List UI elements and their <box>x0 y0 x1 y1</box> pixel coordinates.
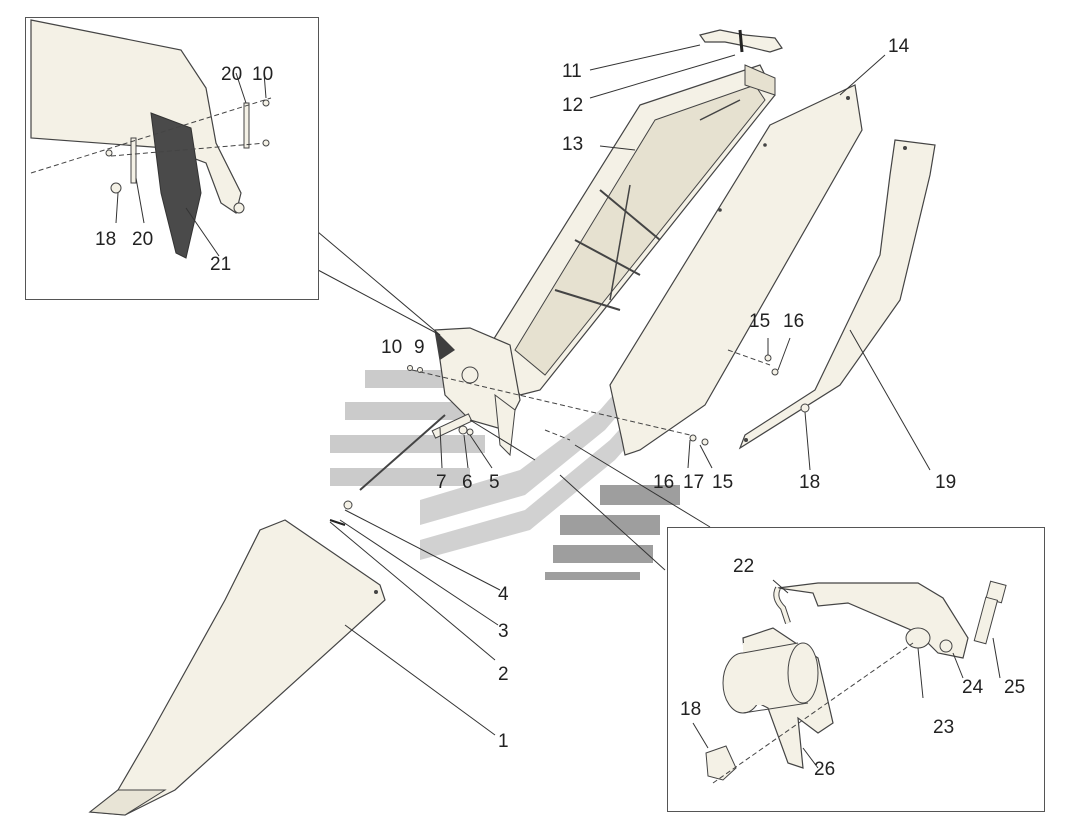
part-label-4: 4 <box>498 584 509 605</box>
part-label-15-bottom: 15 <box>712 472 734 493</box>
inset-top-left-drawing <box>30 19 272 259</box>
part-label-6: 6 <box>462 472 473 493</box>
inset-bottom-right-drawing <box>692 579 1007 784</box>
part-label-1: 1 <box>498 731 509 752</box>
part-housing <box>434 327 521 457</box>
part-label-7: 7 <box>436 472 447 493</box>
part-label-11: 11 <box>562 61 582 82</box>
part-14-panel <box>609 84 863 456</box>
part-label-9: 9 <box>414 337 425 358</box>
part-label-16-bottom: 16 <box>653 472 675 493</box>
part-label-23: 23 <box>933 717 955 738</box>
part-label-12: 12 <box>562 95 584 116</box>
part-label-2: 2 <box>498 664 509 685</box>
part-label-25: 25 <box>1004 677 1026 698</box>
part-label-13: 13 <box>562 134 584 155</box>
part-label-20-bottom: 20 <box>132 229 154 250</box>
part-1-blade <box>88 519 386 816</box>
detail-inset-top-left <box>25 17 319 300</box>
part-19-panel <box>738 139 936 450</box>
part-11-bracket <box>698 29 783 53</box>
part-label-18-main: 18 <box>799 472 821 493</box>
part-label-18-inset-right: 18 <box>680 699 702 720</box>
part-label-5: 5 <box>489 472 500 493</box>
part-label-19: 19 <box>935 472 957 493</box>
part-label-16-right: 16 <box>783 311 805 332</box>
leader-lines <box>317 44 931 736</box>
part-label-14: 14 <box>888 36 910 57</box>
axis-lines <box>411 349 771 441</box>
part-label-22: 22 <box>733 556 755 577</box>
watermark-logo <box>330 255 735 580</box>
part-label-10-inset: 10 <box>252 64 274 85</box>
part-label-24: 24 <box>962 677 984 698</box>
part-label-21: 21 <box>210 254 232 275</box>
detail-inset-bottom-right <box>667 527 1045 812</box>
small-hardware <box>329 354 810 526</box>
part-label-20-top: 20 <box>221 64 243 85</box>
part-label-3: 3 <box>498 621 509 642</box>
part-label-26: 26 <box>814 759 836 780</box>
part-label-15-right: 15 <box>749 311 771 332</box>
part-label-18-inset: 18 <box>95 229 117 250</box>
part-label-17: 17 <box>683 472 705 493</box>
part-13-frame <box>489 64 776 396</box>
part-label-10: 10 <box>381 337 403 358</box>
